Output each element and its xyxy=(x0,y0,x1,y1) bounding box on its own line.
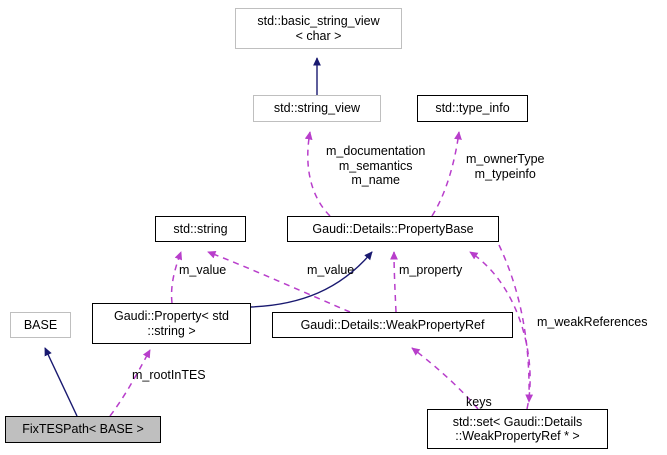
node-std-basic-string-view[interactable]: std::basic_string_view < char > xyxy=(235,8,402,49)
edge-usage-propertybase-typeinfo xyxy=(431,131,462,217)
edge-label-m-ownertype: m_ownerType m_typeinfo xyxy=(466,152,545,181)
edge-label-m-property: m_property xyxy=(399,263,463,277)
edge-usage-propertybase-stringview xyxy=(304,131,331,217)
node-std-string-view[interactable]: std::string_view xyxy=(253,95,381,122)
node-gaudi-property-std-string[interactable]: Gaudi::Property< std ::string > xyxy=(92,303,251,344)
edge-label-m-rootintes: m_rootInTES xyxy=(132,368,206,382)
node-fixtespath-base[interactable]: FixTESPath< BASE > xyxy=(5,416,161,443)
edge-usage-setweak-weakpropertyref xyxy=(411,347,479,410)
node-gaudi-details-propertybase[interactable]: Gaudi::Details::PropertyBase xyxy=(287,216,499,242)
node-std-string[interactable]: std::string xyxy=(155,216,246,242)
node-gaudi-details-weakpropertyref[interactable]: Gaudi::Details::WeakPropertyRef xyxy=(272,312,513,338)
edge-label-m-weakreferences: m_weakReferences xyxy=(537,315,648,329)
edge-usage-fixtespath-gaudiproperty xyxy=(109,349,151,417)
edge-inherit-gaudiproperty-propertybase xyxy=(250,251,373,308)
node-std-set-weakpropertyref-ptr[interactable]: std::set< Gaudi::Details ::WeakPropertyR… xyxy=(427,409,608,449)
node-std-type-info[interactable]: std::type_info xyxy=(417,95,528,122)
edge-label-m-value-weakref: m_value xyxy=(307,263,355,277)
edge-usage-propertybase-setweak xyxy=(498,244,534,403)
edge-label-keys: keys xyxy=(466,395,492,409)
edge-usage-weakpropertyref-string xyxy=(207,251,351,313)
edge-label-m-value-property: m_value xyxy=(179,263,227,277)
node-base[interactable]: BASE xyxy=(10,312,71,338)
edge-inherit-fixtespath-base xyxy=(44,347,78,417)
edge-usage-setweak-propertybase xyxy=(469,251,531,410)
edge-usage-gaudiproperty-string xyxy=(170,251,183,304)
edge-label-m-documentation: m_documentation m_semantics m_name xyxy=(326,144,426,187)
edge-usage-weakpropertyref-propertybase xyxy=(390,251,398,313)
